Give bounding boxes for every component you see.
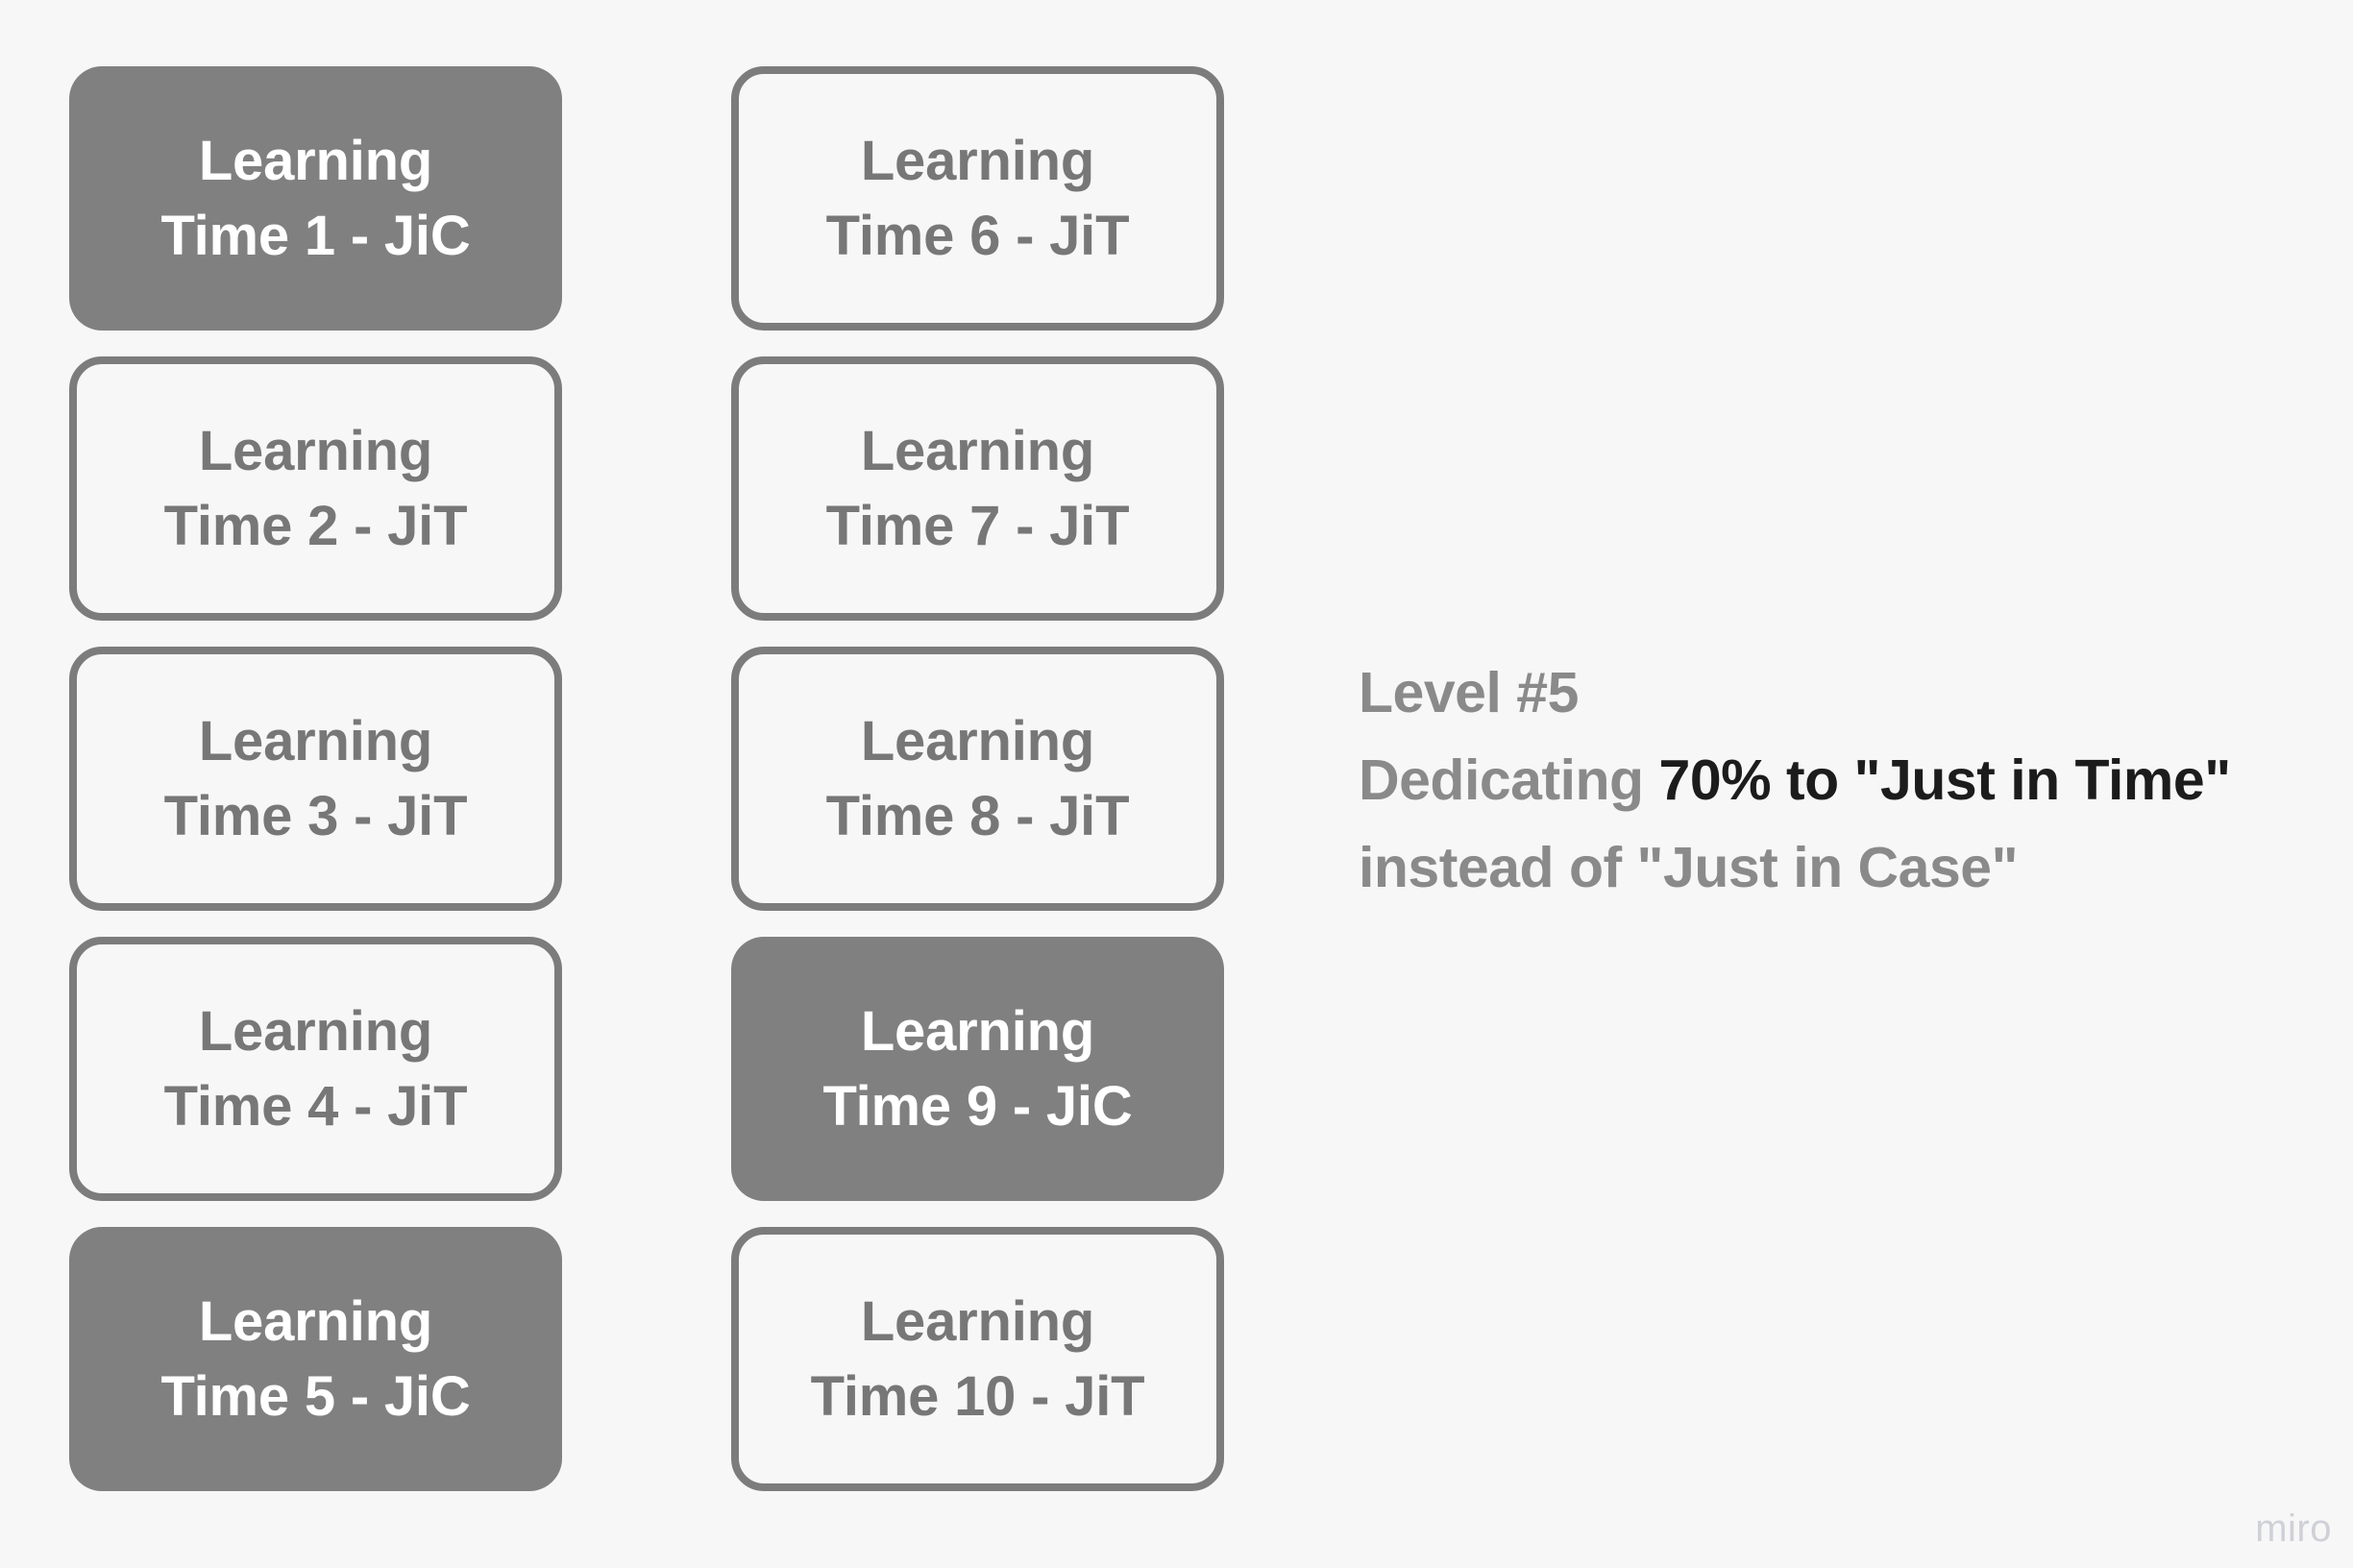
annotation-line-dedicating: Dedicating 70% to "Just in Time": [1359, 737, 2300, 824]
card-subtitle-line: Time 10 - JiT: [810, 1364, 1145, 1428]
card-subtitle-line: Time 7 - JiT: [825, 494, 1130, 557]
annotation-line-instead: instead of "Just in Case": [1359, 836, 2019, 899]
annotation-highlight: 70% to "Just in Time": [1658, 748, 2232, 812]
annotation-line-level: Level #5: [1359, 661, 1579, 724]
card-title-line: Learning: [198, 419, 433, 482]
card-subtitle-line: Time 6 - JiT: [825, 204, 1130, 267]
annotation-prefix: Dedicating: [1359, 748, 1659, 812]
card-subtitle-line: Time 2 - JiT: [163, 494, 468, 557]
card-title-line: Learning: [860, 1289, 1095, 1353]
card-subtitle-line: Time 4 - JiT: [163, 1074, 468, 1138]
card-title-line: Learning: [198, 999, 433, 1063]
card-subtitle-line: Time 5 - JiC: [160, 1364, 471, 1428]
card-title-line: Learning: [860, 419, 1095, 482]
card-title-line: Learning: [860, 129, 1095, 192]
annotation-text-block: Level #5 Dedicating 70% to "Just in Time…: [1359, 649, 2300, 912]
card-subtitle-line: Time 3 - JiT: [163, 784, 468, 847]
card-subtitle-line: Time 8 - JiT: [825, 784, 1130, 847]
card-title-line: Learning: [860, 709, 1095, 772]
card-subtitle-line: Time 9 - JiC: [822, 1074, 1133, 1138]
card-subtitle-line: Time 1 - JiC: [160, 204, 471, 267]
miro-watermark: miro: [2255, 1507, 2332, 1550]
card-title-line: Learning: [198, 709, 433, 772]
card-title-line: Learning: [860, 999, 1095, 1063]
card-title-line: Learning: [198, 1289, 433, 1353]
card-title-line: Learning: [198, 129, 433, 192]
